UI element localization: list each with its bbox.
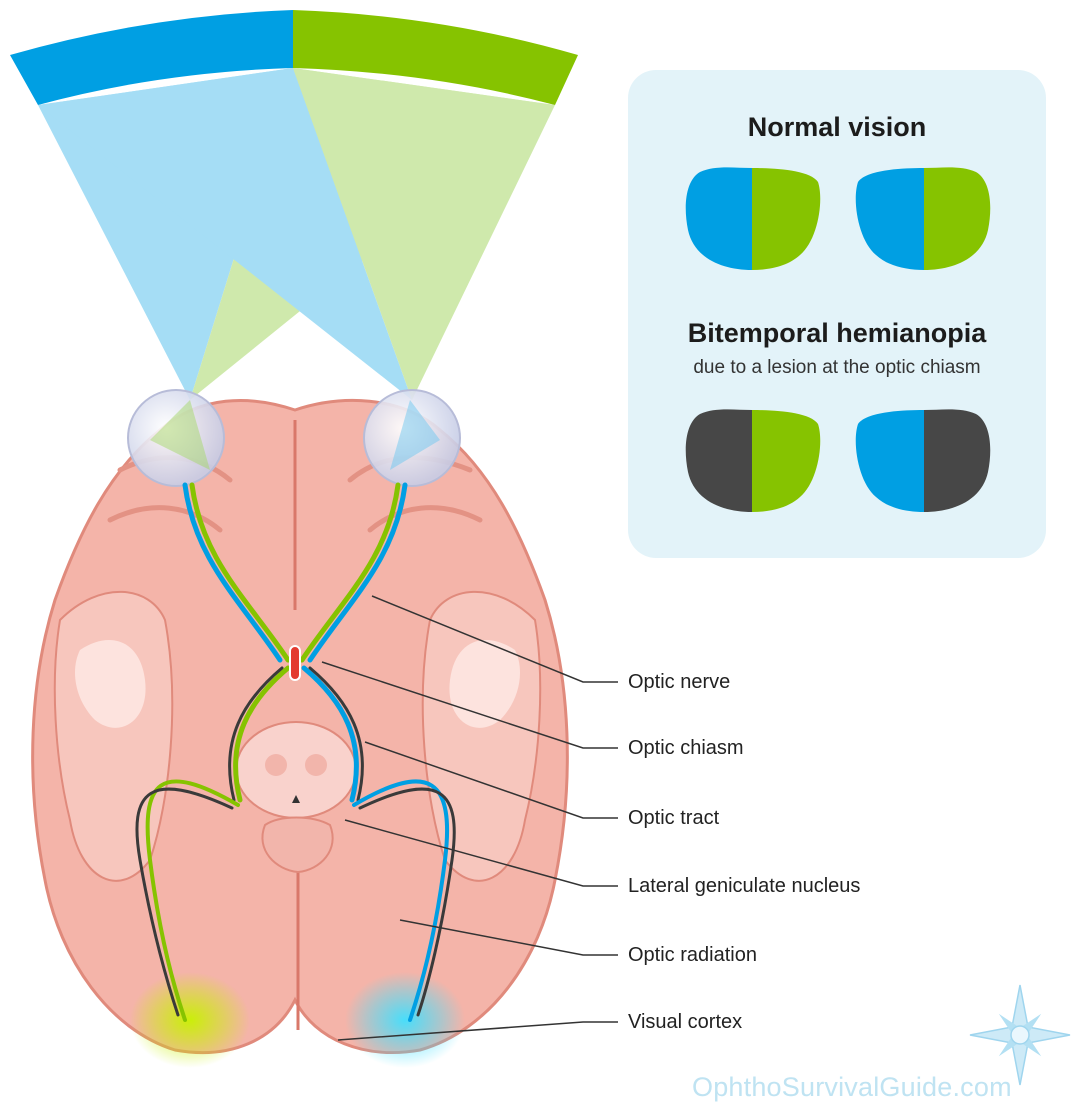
label-optic-tract: Optic tract (628, 807, 719, 830)
bitemporal-right-field (856, 409, 991, 512)
label-optic-nerve: Optic nerve (628, 671, 730, 694)
label-optic-chiasm: Optic chiasm (628, 737, 744, 760)
website-watermark: OphthoSurvivalGuide.com (692, 1072, 1012, 1103)
label-visual-cortex: Visual cortex (628, 1011, 742, 1034)
bitemporal-left-field (686, 409, 821, 512)
normal-left-field (686, 167, 821, 270)
label-optic-radiation: Optic radiation (628, 944, 757, 967)
label-lateral-geniculate-nucleus: Lateral geniculate nucleus (628, 875, 860, 898)
normal-right-field (856, 167, 991, 270)
